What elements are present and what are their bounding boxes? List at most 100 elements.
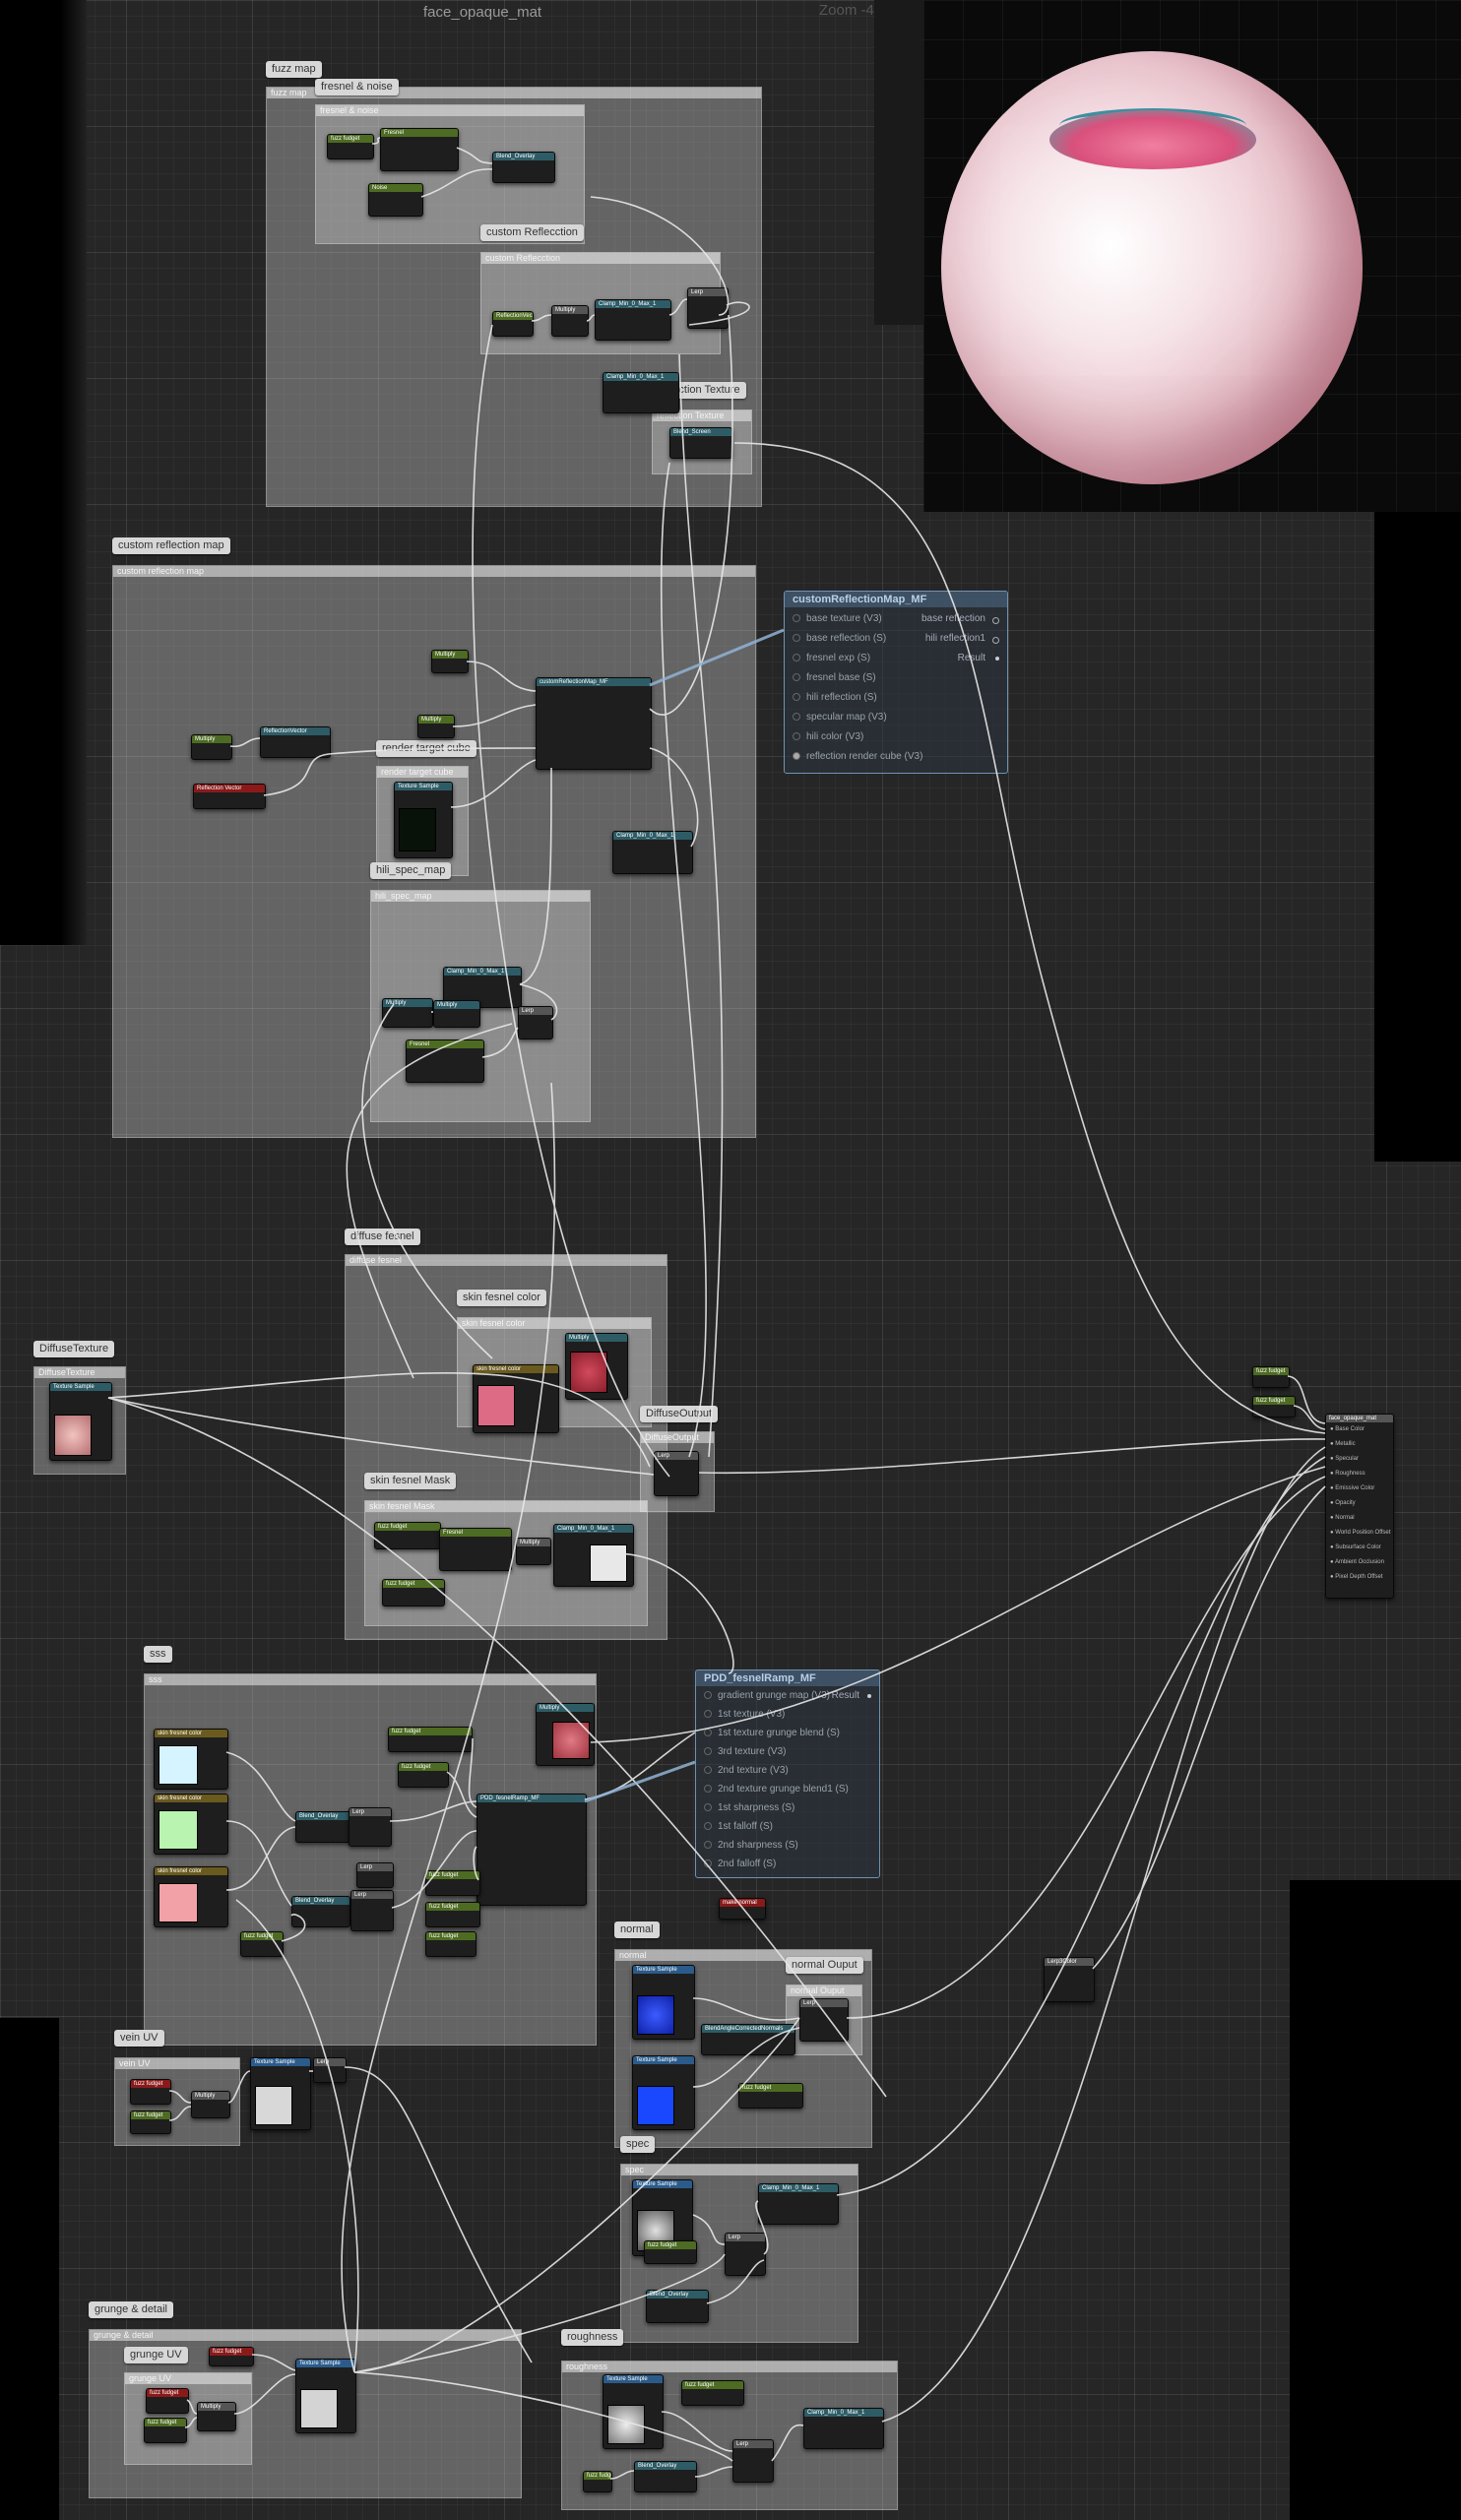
comment-bubble-diffuse-fresnel[interactable]: diffuse fesnel <box>345 1228 420 1245</box>
node-blend-overlay[interactable]: Blend_Overlay <box>492 152 555 183</box>
node-spec-lerp[interactable]: Lerp <box>725 2233 766 2276</box>
node-multiply-3[interactable]: Multiply <box>433 1000 480 1028</box>
node-vein-texture[interactable]: Texture Sample <box>250 2057 311 2130</box>
node-vein-param-1[interactable]: fuzz fudget <box>130 2079 171 2105</box>
node-spec-clamp[interactable]: Clamp_Min_0_Max_1 <box>758 2183 839 2225</box>
node-fresnel-2[interactable]: Fresnel <box>406 1040 484 1083</box>
comment-bubble-normal-output[interactable]: normal Ouput <box>786 1957 863 1974</box>
comment-bubble-grunge-uv[interactable]: grunge UV <box>124 2347 188 2363</box>
node-sss-param-3[interactable]: fuzz fudget <box>425 1870 480 1896</box>
input-2nd-sharpness[interactable]: 2nd sharpness (S) <box>704 1840 798 1851</box>
input-2nd-texture[interactable]: 2nd texture (V3) <box>704 1765 789 1776</box>
node-noise[interactable]: Noise <box>368 183 423 217</box>
node-rough-blend[interactable]: Blend_Overlay <box>634 2461 697 2492</box>
input-1st-texture-grunge-blend[interactable]: 1st texture grunge blend (S) <box>704 1728 840 1738</box>
node-rough-param[interactable]: fuzz fudget <box>681 2380 744 2406</box>
node-multiply-mask[interactable]: Multiply <box>516 1538 551 1565</box>
input-hili-reflection[interactable]: hili reflection (S) <box>793 692 877 703</box>
node-grunge-param-a[interactable]: fuzz fudget <box>209 2347 254 2366</box>
input-base-reflection[interactable]: base reflection (S) <box>793 633 886 644</box>
material-output-pin[interactable]: ● Normal <box>1330 1515 1355 1521</box>
output-result[interactable]: Result <box>957 653 985 663</box>
node-lerp-sss-2[interactable]: Lerp <box>350 1890 394 1931</box>
node-lerp-diffuse[interactable]: Lerp <box>654 1451 699 1496</box>
node-ramp-mf[interactable]: PDD_fesnelRamp_MF <box>476 1794 587 1906</box>
panel-fesnel-ramp-mf[interactable]: PDD_fesnelRamp_MF gradient grunge map (V… <box>695 1670 880 1878</box>
input-2nd-falloff[interactable]: 2nd falloff (S) <box>704 1858 776 1869</box>
node-sss-param-2[interactable]: fuzz fudget <box>398 1762 449 1788</box>
node-normal-param[interactable]: make normal <box>719 1898 766 1920</box>
node-sss-param-4[interactable]: fuzz fudget <box>425 1902 480 1927</box>
input-2nd-texture-grunge-blend1[interactable]: 2nd texture grunge blend1 (S) <box>704 1784 849 1795</box>
material-output-pin[interactable]: ● Specular <box>1330 1456 1359 1462</box>
node-skin-fresnel-color[interactable]: skin fresnel color <box>473 1364 559 1433</box>
input-1st-falloff[interactable]: 1st falloff (S) <box>704 1821 773 1832</box>
comment-bubble-diffuse-output[interactable]: DiffuseOutput <box>640 1406 719 1422</box>
node-grunge-param-b[interactable]: fuzz fudget <box>146 2388 189 2414</box>
material-output-pin[interactable]: ● Ambient Occlusion <box>1330 1559 1384 1565</box>
comment-bubble-normal[interactable]: normal <box>614 1922 660 1938</box>
node-normal-tex-1[interactable]: Texture Sample <box>632 1965 695 2040</box>
node-blend-screen[interactable]: Blend_Screen <box>669 427 732 459</box>
output-base-reflection[interactable]: base reflection <box>921 613 985 624</box>
node-clamp[interactable]: Clamp_Min_0_Max_1 <box>595 299 671 341</box>
comment-bubble-grunge-detail[interactable]: grunge & detail <box>89 2301 173 2318</box>
comment-bubble-hili-spec-map[interactable]: hili_spec_map <box>370 862 452 879</box>
node-rough-lerp[interactable]: Lerp <box>732 2439 774 2483</box>
node-sss-param-6[interactable]: fuzz fudget <box>240 1931 284 1957</box>
node-lerp3-color[interactable]: Lerp3Color <box>1044 1957 1095 2002</box>
comment-bubble-roughness[interactable]: roughness <box>561 2329 624 2346</box>
node-lerp[interactable]: Lerp <box>687 287 729 329</box>
node-multiply[interactable]: Multiply <box>551 305 589 337</box>
material-output-pin[interactable]: ● Opacity <box>1330 1500 1356 1506</box>
node-reflection-vector[interactable]: ReflectionVector <box>492 311 534 337</box>
node-rough-tex[interactable]: Texture Sample <box>603 2374 664 2449</box>
node-color-white[interactable]: skin fresnel color <box>154 1729 228 1790</box>
comment-bubble-skin-fresnel-mask[interactable]: skin fesnel Mask <box>364 1473 457 1489</box>
node-custom-reflection-mf[interactable]: customReflectionMap_MF <box>536 677 652 770</box>
node-fuzz-fudget[interactable]: fuzz fudget <box>327 134 374 159</box>
node-blend-sss-2[interactable]: Blend_Overlay <box>291 1896 350 1927</box>
node-grunge-texture[interactable]: Texture Sample <box>295 2359 356 2433</box>
input-3rd-texture[interactable]: 3rd texture (V3) <box>704 1746 786 1757</box>
node-diffuse-texture[interactable]: Texture Sample <box>49 1382 112 1461</box>
comment-bubble-spec[interactable]: spec <box>620 2136 656 2153</box>
node-render-cube-sample[interactable]: Texture Sample <box>394 782 453 858</box>
node-detail-normal[interactable]: BlendAngleCorrectedNormals <box>701 2024 795 2055</box>
node-output-param-1[interactable]: fuzz fudget <box>1252 1366 1290 1388</box>
node-clamp-3[interactable]: Clamp_Min_0_Max_1 <box>612 831 693 874</box>
node-reflection-vector-param[interactable]: Reflection Vector <box>193 784 266 809</box>
input-fresnel-exp[interactable]: fresnel exp (S) <box>793 653 870 663</box>
comment-bubble-skin-fresnel-color[interactable]: skin fesnel color <box>457 1290 546 1306</box>
node-reflection-vector-ws[interactable]: ReflectionVector <box>260 726 331 758</box>
input-hili-color[interactable]: hili color (V3) <box>793 731 863 742</box>
node-clamp-2[interactable]: Clamp_Min_0_Max_1 <box>603 372 679 413</box>
node-rough-clamp[interactable]: Clamp_Min_0_Max_1 <box>803 2408 884 2449</box>
node-vein-param-2[interactable]: fuzz fudget <box>130 2110 171 2134</box>
material-output-pin[interactable]: ● Roughness <box>1330 1471 1366 1477</box>
input-base-texture[interactable]: base texture (V3) <box>793 613 882 624</box>
node-multiply-sss[interactable]: Multiply <box>536 1703 595 1766</box>
material-output-pin[interactable]: ● Pixel Depth Offset <box>1330 1574 1383 1580</box>
node-sss-param-1[interactable]: fuzz fudget <box>388 1727 473 1752</box>
input-1st-texture[interactable]: 1st texture (V3) <box>704 1709 785 1720</box>
comment-bubble-sss[interactable]: sss <box>144 1646 172 1663</box>
node-param-b[interactable]: Multiply <box>417 715 455 738</box>
node-material-output[interactable]: face_opaque_mat ● Base Color● Metallic● … <box>1325 1414 1394 1599</box>
comment-bubble-fresnel-noise[interactable]: fresnel & noise <box>315 79 399 95</box>
output-hili-reflection1[interactable]: hili reflection1 <box>924 633 985 644</box>
node-blend-sss-1[interactable]: Blend_Overlay <box>295 1811 352 1843</box>
node-vein-lerp[interactable]: Lerp <box>313 2057 347 2083</box>
node-color-pink[interactable]: skin fresnel color <box>154 1866 228 1927</box>
comment-fresnel-noise[interactable]: fresnel & noise <box>315 104 585 244</box>
node-sss-param-5[interactable]: fuzz fudget <box>425 1931 476 1957</box>
input-fresnel-base[interactable]: fresnel base (S) <box>793 672 876 683</box>
material-output-pin[interactable]: ● Metallic <box>1330 1441 1356 1447</box>
node-grunge-multiply[interactable]: Multiply <box>197 2402 236 2431</box>
node-color-green[interactable]: skin fresnel color <box>154 1794 228 1855</box>
node-vein-multiply[interactable]: Multiply <box>191 2091 230 2118</box>
input-reflection-render-cube[interactable]: reflection render cube (V3) <box>793 751 922 762</box>
input-1st-sharpness[interactable]: 1st sharpness (S) <box>704 1802 794 1813</box>
comment-bubble-custom-reflection[interactable]: custom Reflecction <box>480 224 584 241</box>
